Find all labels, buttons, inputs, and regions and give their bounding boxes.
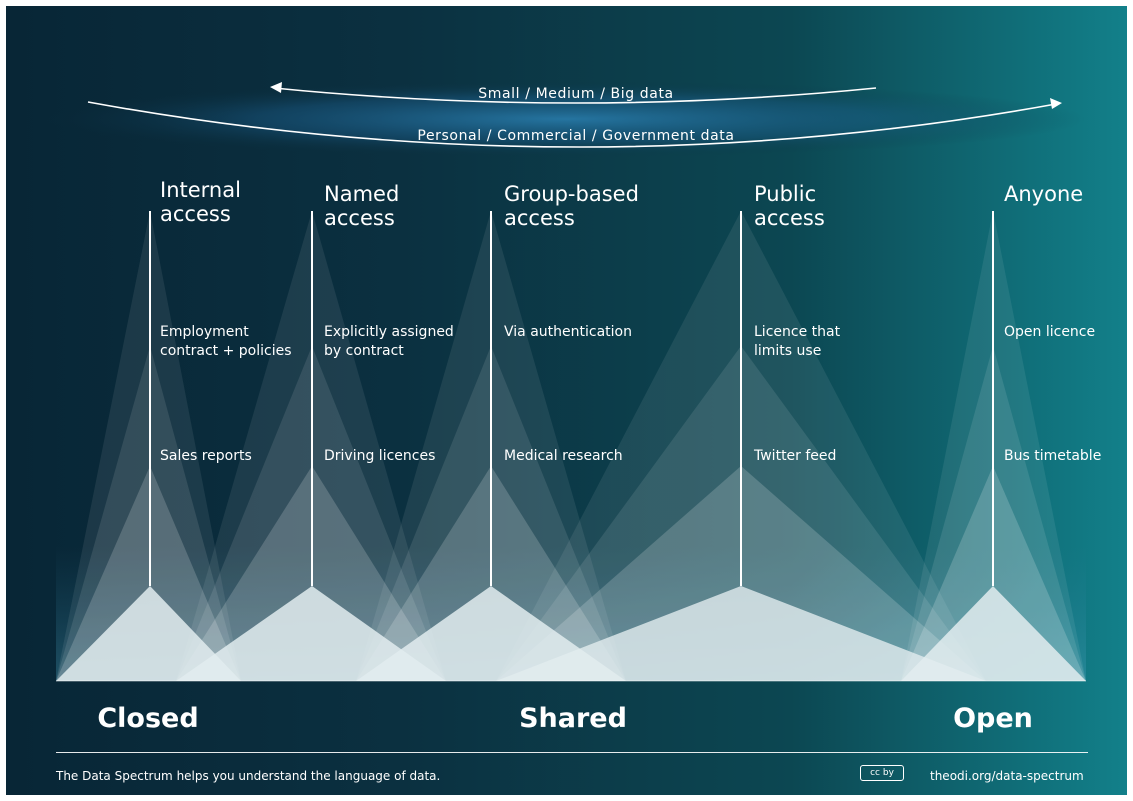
stems [149, 211, 994, 586]
column-title-line: Public [754, 182, 817, 206]
condition-internal: Employment contract + policies [160, 323, 292, 361]
beam-layer [56, 211, 1086, 681]
arrow-left-icon [270, 82, 282, 93]
condition-line: Via authentication [504, 324, 632, 340]
example-named: Driving licences [324, 448, 436, 464]
beam-internal-low [56, 466, 241, 681]
example-anyone: Bus timetable [1004, 448, 1102, 464]
column-title-group: Group-based access [504, 182, 664, 230]
base-internal [56, 586, 241, 681]
beam-internal [56, 211, 241, 681]
type-scale-arc [87, 101, 1057, 148]
spectrum-open: Open [953, 703, 1033, 734]
column-title-line: access [160, 202, 231, 226]
spectrum-closed: Closed [97, 703, 199, 734]
condition-line: Open licence [1004, 324, 1096, 340]
arrow-right-icon [1050, 98, 1062, 109]
spectrum-shared: Shared [519, 703, 627, 734]
condition-line: Licence that [754, 324, 841, 340]
column-title-line: access [504, 206, 575, 230]
base-anyone [901, 586, 1086, 681]
base-triangles [56, 586, 1086, 681]
column-title-line: access [324, 206, 395, 230]
column-title-internal: Internal access [160, 178, 320, 226]
footer-url[interactable]: theodi.org/data-spectrum [930, 769, 1084, 783]
footer-tagline: The Data Spectrum helps you understand t… [56, 769, 441, 783]
condition-anyone: Open licence [1004, 323, 1095, 342]
creative-commons-badge-icon: cc by [860, 765, 904, 781]
data-spectrum-poster: Small / Medium / Big data Personal / Com… [6, 6, 1127, 795]
type-scale-label: Personal / Commercial / Government data [417, 128, 735, 144]
base-public [496, 586, 986, 681]
condition-line: limits use [754, 343, 822, 359]
column-title-line: Anyone [1004, 182, 1084, 206]
column-title-named: Named access [324, 182, 484, 230]
column-title-line: access [754, 206, 825, 230]
base-named [176, 586, 446, 681]
condition-line: Explicitly assigned [324, 324, 454, 340]
condition-line: by contract [324, 343, 404, 359]
scale-glow [46, 81, 1086, 157]
spectrum-artwork [46, 81, 1086, 682]
size-scale-label: Small / Medium / Big data [478, 86, 674, 102]
condition-group: Via authentication [504, 323, 632, 342]
example-public: Twitter feed [754, 448, 837, 464]
condition-public: Licence that limits use [754, 323, 840, 361]
column-title-line: Named [324, 182, 400, 206]
column-title-anyone: Anyone [1004, 182, 1127, 206]
footer-divider [56, 752, 1088, 753]
column-title-public: Public access [754, 182, 914, 230]
column-title-line: Internal [160, 178, 241, 202]
example-group: Medical research [504, 448, 623, 464]
example-internal: Sales reports [160, 448, 252, 464]
size-scale-arc [273, 87, 877, 104]
condition-line: Employment [160, 324, 249, 340]
column-title-line: Group-based [504, 182, 639, 206]
condition-named: Explicitly assigned by contract [324, 323, 454, 361]
condition-line: contract + policies [160, 343, 292, 359]
beam-internal-mid [56, 346, 241, 681]
